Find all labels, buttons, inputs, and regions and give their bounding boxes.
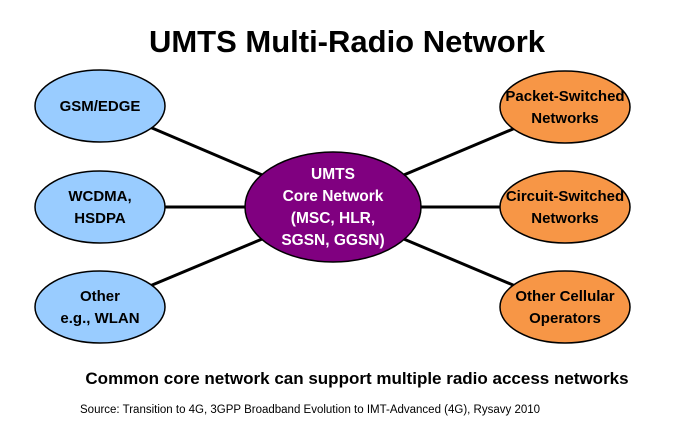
radio-network-2: WCDMA, HSDPA — [34, 170, 166, 244]
external-network-1-connector — [398, 125, 519, 179]
radio-network-2-label: WCDMA, HSDPA — [68, 188, 131, 227]
external-network-3-connector — [398, 235, 519, 289]
core-network-ellipse — [244, 151, 422, 263]
radio-network-3: Other e.g., WLAN — [34, 270, 166, 344]
external-network-2-line-2: Networks — [531, 210, 599, 227]
external-network-3-line-1: Other Cellular — [515, 288, 614, 305]
radio-network-1-label: GSM/EDGE — [60, 98, 141, 115]
external-network-3-line-2: Operators — [529, 310, 601, 327]
core-network-node: UMTS Core Network (MSC, HLR, SGSN, GGSN) — [244, 151, 422, 263]
radio-network-1: GSM/EDGE — [34, 69, 166, 143]
core-network-label: UMTS Core Network (MSC, HLR, SGSN, GGSN) — [281, 166, 384, 249]
radio-network-2-line-2: HSDPA — [74, 210, 126, 227]
core-network-line-3: (MSC, HLR, — [291, 210, 375, 227]
radio-network-3-line-1: Other — [80, 288, 120, 305]
external-network-3-ellipse — [499, 270, 631, 344]
radio-network-1-line-1: GSM/EDGE — [60, 98, 141, 115]
external-network-2-line-1: Circuit-Switched — [506, 188, 624, 205]
radio-network-2-line-1: WCDMA, — [68, 188, 131, 205]
core-network-line-4: SGSN, GGSN) — [281, 232, 384, 249]
core-network-line-2: Core Network — [283, 188, 384, 205]
radio-network-3-connector — [146, 235, 268, 289]
source-citation: Source: Transition to 4G, 3GPP Broadband… — [80, 404, 540, 416]
radio-network-3-ellipse — [34, 270, 166, 344]
radio-network-1-connector — [146, 124, 268, 179]
external-network-2-ellipse — [499, 170, 631, 244]
radio-network-3-label: Other e.g., WLAN — [60, 288, 139, 327]
external-network-1-line-1: Packet-Switched — [505, 88, 624, 105]
radio-access-networks: GSM/EDGE WCDMA, HSDPA Other e.g., WLAN — [34, 69, 166, 344]
external-network-1-ellipse — [499, 70, 631, 144]
radio-network-3-line-2: e.g., WLAN — [60, 310, 139, 327]
core-network-line-1: UMTS — [311, 166, 355, 183]
radio-network-2-ellipse — [34, 170, 166, 244]
diagram-caption: Common core network can support multiple… — [85, 369, 628, 388]
diagram-title: UMTS Multi-Radio Network — [149, 24, 546, 59]
radio-network-1-ellipse — [34, 69, 166, 143]
external-network-1-line-2: Networks — [531, 110, 599, 127]
